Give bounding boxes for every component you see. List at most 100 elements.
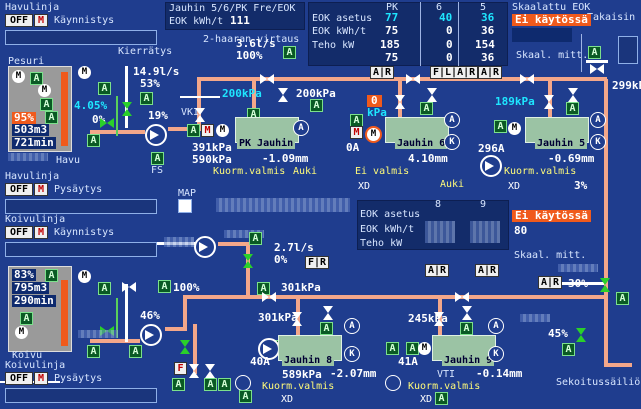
motor-icon[interactable]: M [38,84,51,97]
control-valve[interactable] [195,108,205,122]
auto-badge[interactable]: A [562,343,575,356]
auto-badge[interactable]: A [45,269,58,282]
manual-button[interactable]: M [350,126,363,139]
control-valve[interactable] [323,306,333,320]
pump-icon[interactable] [235,375,251,391]
control-valve[interactable] [576,328,586,342]
control-valve[interactable] [544,95,554,109]
auto-remote-toggle[interactable]: A|R [475,264,500,277]
auto-badge[interactable]: A [151,152,164,165]
manual-button[interactable]: M [34,14,48,27]
manual-button[interactable]: M [34,372,48,385]
auto-badge[interactable]: A [98,282,111,295]
control-valve[interactable] [189,364,199,378]
auto-badge[interactable]: A [494,120,507,133]
motor-icon[interactable]: M [365,126,382,143]
off-button[interactable]: OFF [5,14,33,27]
auto-badge[interactable]: A [129,345,142,358]
motor-icon[interactable]: M [12,70,25,83]
off-button[interactable]: OFF [5,183,33,196]
off-button[interactable]: OFF [5,226,33,239]
k-icon[interactable]: K [590,134,606,150]
a-icon[interactable]: A [344,318,360,334]
auto-badge[interactable]: A [310,99,323,112]
control-valve[interactable] [395,95,405,109]
control-valve[interactable] [260,74,274,84]
pump-icon[interactable] [194,236,216,258]
auto-badge[interactable]: A [87,134,100,147]
cell-value[interactable]: 40 [439,11,453,24]
auto-badge[interactable]: A [40,98,53,111]
auto-badge[interactable]: A [98,82,111,95]
auto-badge[interactable]: A [616,292,629,305]
auto-remote-toggle[interactable]: A|R [538,276,563,289]
control-valve[interactable] [568,88,578,102]
control-valve[interactable] [122,102,132,116]
off-button[interactable]: OFF [5,372,33,385]
k-icon[interactable]: K [344,346,360,362]
auto-badge[interactable]: A [172,378,185,391]
pump-icon[interactable] [385,375,401,391]
auto-badge[interactable]: A [249,232,262,245]
auto-remote-toggle[interactable]: A|R [478,66,503,79]
auto-badge[interactable]: A [420,102,433,115]
fl-ar-toggle[interactable]: F|L|A|R [430,66,479,79]
control-valve[interactable] [262,292,276,302]
manual-button[interactable]: M [201,124,214,137]
auto-badge[interactable]: A [460,322,473,335]
control-valve[interactable] [520,74,534,84]
a-icon[interactable]: A [590,112,606,128]
control-valve[interactable] [243,254,253,268]
info-icon[interactable] [178,199,192,213]
auto-badge[interactable]: A [386,342,399,355]
control-valve[interactable] [434,312,444,326]
pump-icon[interactable] [145,124,167,146]
k-icon[interactable]: K [444,134,460,150]
manual-button[interactable]: M [34,226,48,239]
a-icon[interactable]: A [444,112,460,128]
auto-badge[interactable]: A [87,345,100,358]
manual-button[interactable]: M [34,183,48,196]
auto-badge[interactable]: A [239,390,252,403]
f-button[interactable]: F [174,362,187,375]
pump-icon[interactable] [480,155,502,177]
motor-icon[interactable]: M [78,270,91,283]
control-valve[interactable] [180,340,190,354]
auto-badge[interactable]: A [204,378,217,391]
auto-badge[interactable]: A [435,392,448,405]
control-valve[interactable] [590,64,604,74]
motor-icon[interactable]: M [15,326,28,339]
control-valve[interactable] [278,88,288,102]
cell-value[interactable]: 77 [385,11,399,24]
auto-remote-toggle[interactable]: A|R [370,66,395,79]
pump-icon[interactable] [140,324,162,346]
control-valve[interactable] [406,74,420,84]
a-icon[interactable]: A [293,120,309,136]
auto-badge[interactable]: A [588,46,601,59]
auto-badge[interactable]: A [187,124,200,137]
motor-icon[interactable]: M [78,66,91,79]
control-valve[interactable] [427,88,437,102]
auto-badge[interactable]: A [20,312,33,325]
k-icon[interactable]: K [488,346,504,362]
control-valve[interactable] [100,118,114,128]
auto-badge[interactable]: A [566,102,579,115]
auto-badge[interactable]: A [140,92,153,105]
fr-toggle[interactable]: F|R [305,256,330,269]
auto-badge[interactable]: A [320,322,333,335]
motor-icon[interactable]: M [508,122,521,135]
auto-badge[interactable]: A [218,378,231,391]
motor-icon[interactable]: M [216,124,229,137]
auto-badge[interactable]: A [45,111,58,124]
auto-remote-toggle[interactable]: A|R [425,264,450,277]
control-valve[interactable] [205,364,215,378]
cell-value[interactable]: 36 [481,11,495,24]
control-valve[interactable] [462,306,472,320]
auto-badge[interactable]: A [406,342,419,355]
control-valve[interactable] [292,312,302,326]
auto-badge[interactable]: A [158,280,171,293]
a-icon[interactable]: A [488,318,504,334]
pressure-input[interactable]: 0 [367,95,382,107]
auto-badge[interactable]: A [30,72,43,85]
auto-badge[interactable]: A [283,46,296,59]
